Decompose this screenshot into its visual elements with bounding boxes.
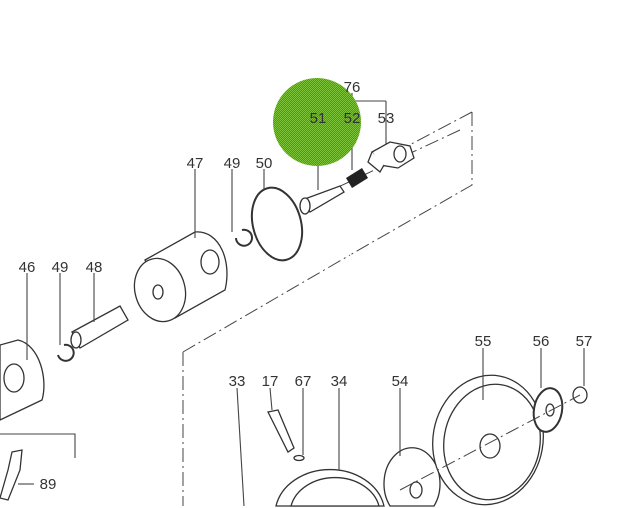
callout-49-lower: 49 — [52, 259, 69, 276]
callout-76: 76 — [344, 79, 361, 96]
callout-17: 17 — [262, 373, 279, 390]
callout-48: 48 — [86, 259, 103, 276]
callout-49: 49 — [224, 155, 241, 172]
callout-53: 53 — [378, 110, 395, 127]
part-57-nut — [572, 348, 588, 404]
callout-51: 51 — [310, 110, 327, 127]
callout-33: 33 — [229, 373, 246, 390]
part-46-housing — [0, 273, 45, 421]
callout-56: 56 — [533, 333, 550, 350]
part-67-washer — [293, 454, 305, 462]
callout-46: 46 — [19, 259, 36, 276]
highlight-marker — [273, 78, 361, 166]
part-51-valve-pin — [299, 185, 345, 215]
part-34-cover — [275, 388, 385, 507]
part-17-screw — [267, 387, 295, 453]
callout-labels: 76 51 52 53 47 49 50 46 49 48 55 56 57 3… — [19, 79, 593, 493]
callout-52: 52 — [344, 110, 361, 127]
part-56-washer — [532, 348, 564, 433]
callout-47: 47 — [187, 155, 204, 172]
callout-57: 57 — [576, 333, 593, 350]
part-49-clip-upper — [235, 228, 253, 247]
callout-89: 89 — [40, 476, 57, 493]
callout-50: 50 — [256, 155, 273, 172]
part-89-fitting — [0, 433, 76, 501]
callout-54: 54 — [392, 373, 409, 390]
part-48-pin — [70, 273, 129, 349]
callout-67: 67 — [295, 373, 312, 390]
part-52-spring — [346, 168, 368, 188]
part-53-plug — [367, 141, 415, 173]
part-50-o-ring — [250, 186, 304, 262]
part-47-cylinder — [133, 169, 228, 323]
part-49-clip-lower — [57, 343, 75, 362]
callout-34: 34 — [331, 373, 348, 390]
part-54-disc — [383, 388, 441, 507]
callout-55: 55 — [475, 333, 492, 350]
part-55-pulley — [432, 348, 544, 506]
